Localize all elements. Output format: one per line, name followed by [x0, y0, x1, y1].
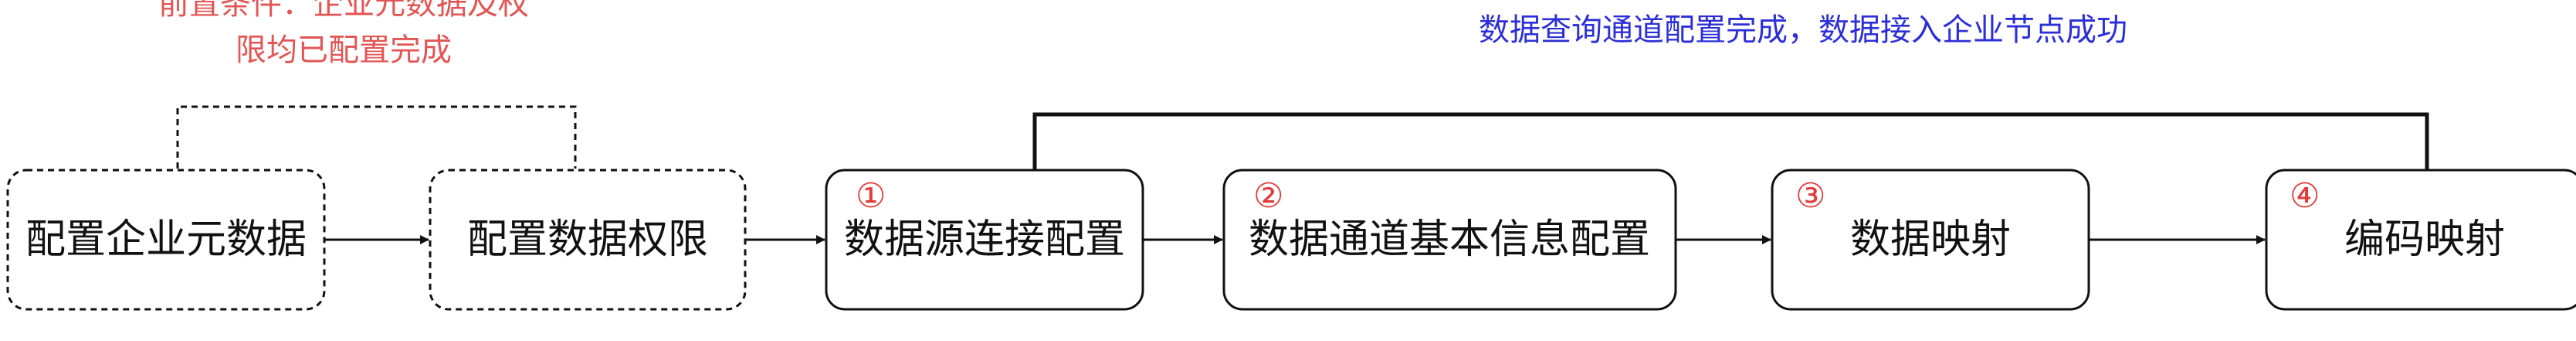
- node-code-mapping: [2265, 169, 2576, 311]
- node-config-data-permission-label: 配置数据权限: [467, 217, 708, 263]
- completion-bracket: [1032, 112, 2429, 174]
- completion-note: 数据查询通道配置完成，数据接入企业节点成功: [1479, 12, 2127, 48]
- step-number-4: ④: [2290, 176, 2320, 216]
- node-config-enterprise-metadata-label: 配置企业元数据: [25, 217, 307, 263]
- node-data-mapping-label: 数据映射: [1850, 217, 2011, 263]
- step-number-3: ③: [1795, 176, 1825, 216]
- precondition-note-line2: 限均已配置完成: [236, 32, 452, 68]
- step-number-1: ①: [856, 176, 886, 216]
- precondition-bracket: [176, 105, 577, 169]
- node-code-mapping-label: 编码映射: [2344, 217, 2505, 263]
- precondition-note-line1: 前置条件：企业元数据及权: [158, 0, 529, 22]
- step-number-2: ②: [1253, 176, 1283, 216]
- node-datasource-connection-config-label: 数据源连接配置: [844, 217, 1125, 263]
- node-data-channel-basic-info-config-label: 数据通道基本信息配置: [1249, 217, 1650, 263]
